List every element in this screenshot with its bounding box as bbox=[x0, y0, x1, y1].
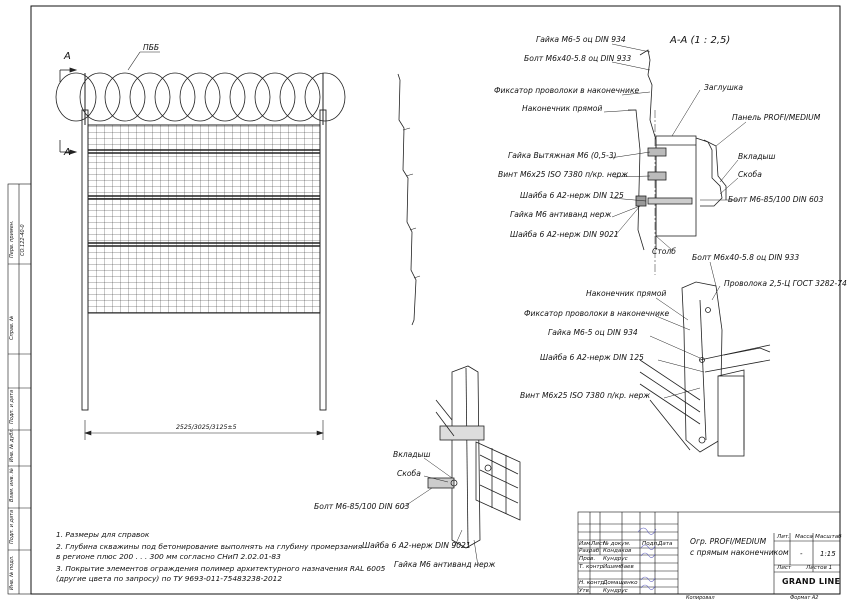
title-block-lines bbox=[577, 511, 841, 595]
iso-label-washer-din9021: Шайба 6 А2-нерж DIN 9021 bbox=[362, 541, 471, 550]
iso-label-washer-din125: Шайба 6 А2-нерж DIN 125 bbox=[540, 353, 644, 362]
strip-vzam-inv: Взам. инв. № bbox=[9, 468, 15, 502]
label-panel: Панель PROFI/MEDIUM bbox=[732, 113, 821, 122]
label-post: Столб bbox=[652, 247, 676, 256]
strip-perv-value: СО.122-40-0 bbox=[20, 224, 26, 256]
dimension-text: 2525/3025/3125±5 bbox=[176, 424, 237, 431]
iso-detail-top bbox=[639, 261, 771, 457]
iso-label-nut-m6-5: Гайка М6-5 оц DIN 934 bbox=[548, 328, 638, 337]
tb-name-prov: Кундрус bbox=[603, 556, 628, 562]
tb-kopiroval: Копировал bbox=[686, 595, 715, 601]
label-plug: Заглушка bbox=[704, 83, 744, 92]
section-aa-drawing bbox=[603, 43, 747, 275]
iso-label-screw-m6x25: Винт М6х25 ISO 7380 п/кр. нерж bbox=[520, 391, 651, 400]
tb-name-nkontr: Домащенко bbox=[603, 580, 638, 586]
strip-podp-data-2: Подп. и дата bbox=[9, 509, 15, 544]
tb-hdr-data: Дата bbox=[658, 541, 673, 547]
iso-label-wire: Проволока 2,5-Ц ГОСТ 3282-74 bbox=[724, 279, 847, 288]
tb-hdr-podp: Подп. bbox=[642, 541, 659, 547]
label-washer-din125: Шайба 6 А2-нерж DIN 125 bbox=[520, 191, 624, 200]
note-line-5: (другие цвета по запросу) по ТУ 9693-011… bbox=[56, 574, 283, 583]
label-washer-din9021: Шайба 6 А2-нерж DIN 9021 bbox=[510, 230, 619, 239]
tb-hdr-list: Лист bbox=[591, 541, 606, 547]
tb-title-line-1: Огр. PROFI/MEDIUM bbox=[690, 537, 767, 546]
tb-masshtab-val: 1:15 bbox=[820, 550, 836, 558]
tb-listov-label: Листов 1 bbox=[806, 565, 833, 571]
razor-wire-coils bbox=[55, 72, 346, 122]
note-line-2: 2. Глубина скважины под бетонирование вы… bbox=[56, 542, 363, 551]
post-left bbox=[81, 109, 89, 411]
iso-label-liner: Вкладыш bbox=[393, 450, 431, 459]
tb-name-tkontr: Ишимбаев bbox=[603, 564, 634, 570]
label-liner: Вкладыш bbox=[738, 152, 776, 161]
tb-title-line-2: с прямым наконечником bbox=[690, 548, 789, 557]
label-screw-m6x25: Винт М6х25 ISO 7380 п/кр. нерж bbox=[498, 170, 629, 179]
label-wire-clamp: Фиксатор проволоки в наконечнике bbox=[494, 86, 640, 95]
label-bolt-m6x40: Болт М6х40-5.8 оц DIN 933 bbox=[524, 54, 632, 63]
label-bolt-m6-85: Болт М6-85/100 DIN 603 bbox=[728, 195, 824, 204]
label-nut-m6-5: Гайка М6-5 оц DIN 934 bbox=[536, 35, 626, 44]
tb-lit: Лит. bbox=[777, 534, 790, 540]
post-right bbox=[319, 109, 327, 411]
label-nut-extended: Гайка Вытяжная М6 (0,5-3) bbox=[508, 151, 617, 160]
tb-name-razrab: Кондаков bbox=[603, 548, 632, 554]
iso-label-bolt-m6-85: Болт М6-85/100 DIN 603 bbox=[314, 502, 410, 511]
tb-hdr-izm: Изм. bbox=[579, 541, 593, 547]
iso-label-tip-straight: Наконечник прямой bbox=[586, 289, 667, 298]
tb-masshtab: Масштаб bbox=[815, 534, 842, 540]
section-plug bbox=[655, 135, 697, 237]
iso-label-bolt-m6x40: Болт М6х40-5.8 оц DIN 933 bbox=[692, 253, 800, 262]
note-line-1: 1. Размеры для справок bbox=[56, 530, 150, 539]
tb-format: Формат А2 bbox=[790, 595, 819, 601]
fence-elevation bbox=[55, 51, 421, 440]
section-mark-top: A bbox=[64, 51, 71, 62]
top-label-pbb: ПББ bbox=[143, 43, 160, 52]
tb-row-prov: Пров. bbox=[579, 556, 596, 562]
label-tip-straight: Наконечник прямой bbox=[522, 104, 603, 113]
tb-massa: Масса bbox=[795, 534, 813, 540]
strip-perv-primen: Перв. примен. bbox=[9, 220, 15, 258]
tb-row-utv: Утв. bbox=[579, 588, 591, 594]
mesh-panel bbox=[87, 124, 321, 314]
section-title: А-А (1 : 2,5) bbox=[670, 35, 731, 46]
iso-label-bracket: Скоба bbox=[397, 469, 421, 478]
section-a-marks bbox=[59, 67, 78, 155]
label-nut-antivandal: Гайка М6 антиванд нерж bbox=[510, 210, 612, 219]
tb-row-razrab: Разраб. bbox=[579, 548, 601, 554]
tb-row-tkontr: Т. контр. bbox=[579, 564, 606, 570]
tb-massa-val: - bbox=[800, 550, 803, 558]
tb-name-utv: Кундрус bbox=[603, 588, 628, 594]
tb-hdr-docnum: № докум. bbox=[603, 541, 631, 547]
tb-row-nkontr: Н. контр. bbox=[579, 580, 606, 586]
strip-sprav: Справ. № bbox=[9, 315, 15, 340]
dimension-line bbox=[84, 420, 324, 440]
label-bracket: Скоба bbox=[738, 170, 762, 179]
left-strip bbox=[7, 183, 32, 595]
iso-label-nut-antivandal: Гайка М6 антиванд нерж bbox=[394, 560, 496, 569]
company-logo: GRAND LINE bbox=[782, 577, 841, 586]
strip-podp-data-1: Подп. и дата bbox=[9, 389, 15, 424]
section-mark-bottom: A bbox=[64, 147, 71, 158]
iso-label-wire-clamp: Фиксатор проволоки в наконечнике bbox=[524, 309, 670, 318]
signatures bbox=[637, 527, 657, 590]
note-line-3: в регионе плюс 200 . . . 300 мм согласно… bbox=[56, 552, 281, 561]
strip-inv-dubl: Инв. № дубл. bbox=[9, 427, 15, 462]
tb-list-label: Лист bbox=[777, 565, 792, 571]
iso-detail-bottom bbox=[401, 365, 521, 567]
strip-inv-podl: Инв. № подл. bbox=[9, 555, 15, 591]
note-line-4: 3. Покрытие элементов ограждения полимер… bbox=[56, 564, 386, 573]
side-profile bbox=[397, 73, 417, 326]
